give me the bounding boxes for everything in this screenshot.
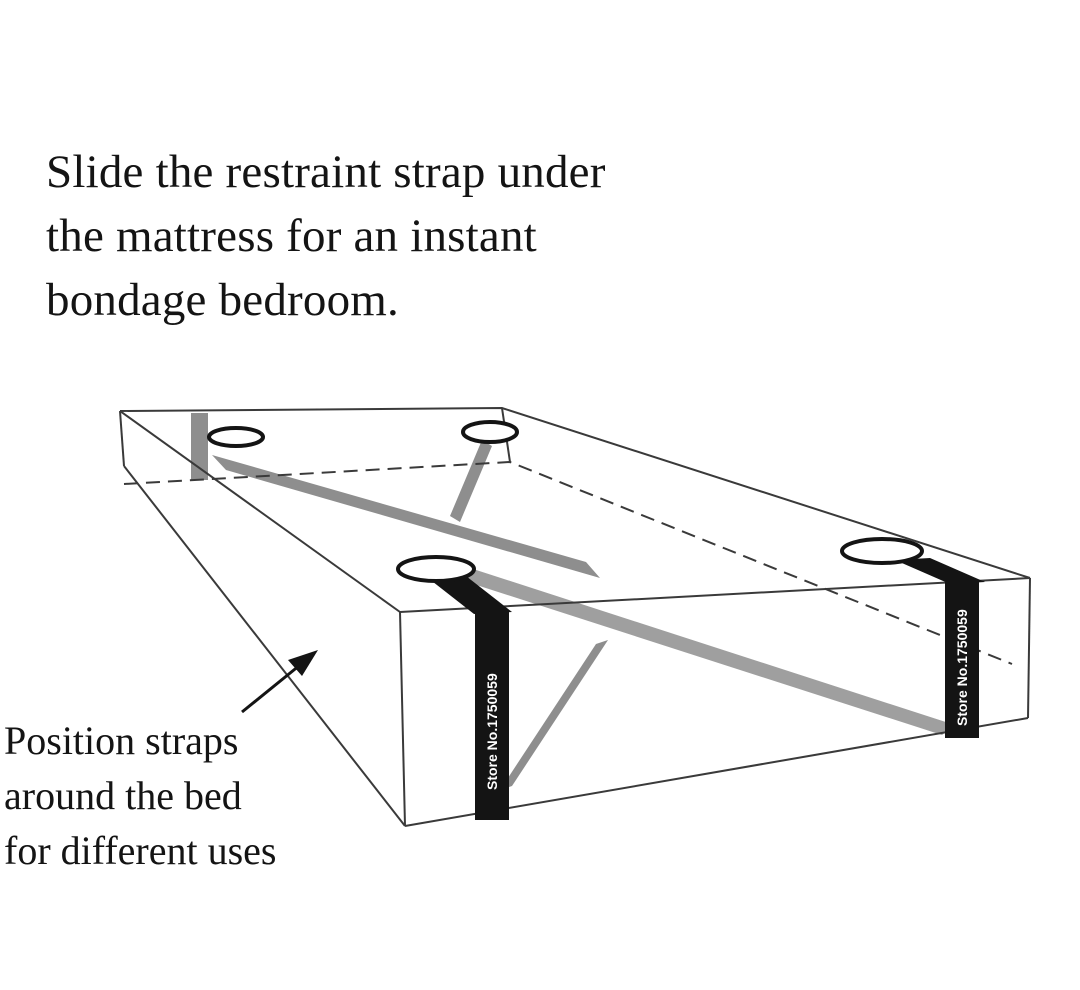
ring-front-left <box>396 555 476 583</box>
strap-back-left-vertical <box>191 413 208 480</box>
strap-front-right-top <box>895 558 985 584</box>
arrow-shaft <box>241 663 301 714</box>
front-straps: Store No.1750059 Store No.1750059 <box>428 558 985 820</box>
headline-line-2: the mattress for an instant <box>46 210 537 262</box>
strap-front-right <box>945 582 979 738</box>
under-mattress-straps <box>191 413 955 790</box>
mattress-outline <box>119 406 1031 827</box>
mattress-top-front-edge <box>399 577 1031 613</box>
caption-line-2: around the bed <box>4 773 242 818</box>
headline-line-1: Slide the restraint strap under <box>46 146 606 198</box>
strap-front-left-top <box>428 576 512 614</box>
caption-line-3: for different uses <box>4 828 277 873</box>
arrow-head-icon <box>288 650 318 676</box>
ring-anchors <box>207 420 924 583</box>
mattress-hidden-back-edge <box>123 460 1013 665</box>
strap-cross-long <box>430 568 955 735</box>
mattress-front-left-post <box>399 611 406 827</box>
headline: Slide the restraint strap under the matt… <box>46 140 746 332</box>
mattress-front-right-post <box>1027 577 1031 719</box>
ring-back-right <box>461 420 519 444</box>
strap-label-front-left: Store No.1750059 <box>484 673 500 790</box>
caption-line-1: Position straps <box>4 718 239 763</box>
mattress-bottom-left-edge <box>123 465 406 827</box>
strap-front-left <box>475 612 509 820</box>
headline-line-3: bondage bedroom. <box>46 274 399 326</box>
strap-diagonal-back-right <box>450 440 492 522</box>
pointer-arrow <box>241 650 318 714</box>
ring-back-left <box>207 426 265 448</box>
strap-diagonal-back-left <box>212 455 600 578</box>
strap-label-front-right: Store No.1750059 <box>954 609 970 726</box>
mattress-back-left-post <box>119 410 125 467</box>
mattress-top-left-edge <box>119 410 401 613</box>
ring-front-right <box>840 537 924 565</box>
strap-diagonal-front-left <box>500 640 608 790</box>
caption: Position straps around the bed for diffe… <box>4 713 384 878</box>
